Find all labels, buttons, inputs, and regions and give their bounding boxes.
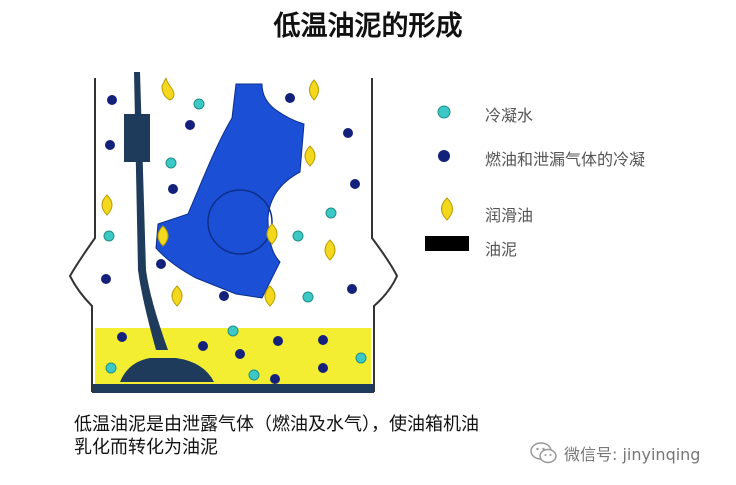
water-particle [165, 157, 177, 169]
oil-droplet [324, 239, 336, 261]
oil-pickup-pipe [134, 72, 168, 350]
fuel-particle [318, 363, 328, 373]
fuel-particle [168, 184, 178, 194]
fuel-particle [156, 259, 166, 269]
legend-label-lube-oil: 润滑油 [485, 206, 534, 225]
oil-droplet [264, 285, 276, 307]
lube-oil-droplets [101, 77, 336, 307]
crankshaft-journal [207, 189, 273, 255]
wechat-id-text: 微信号: jinyinqing [564, 445, 701, 464]
oil-droplet [304, 145, 316, 167]
water-particle [193, 98, 205, 110]
fuel-particle [318, 335, 328, 345]
fuel-particle [343, 128, 353, 138]
water-particle [302, 291, 314, 303]
oil-droplet [157, 225, 169, 247]
water-particle [292, 230, 304, 242]
wechat-icon [530, 442, 557, 464]
wechat-watermark: 微信号: jinyinqing [530, 441, 700, 465]
legend-marker-sludge [425, 236, 469, 251]
crankcase-wall-left [68, 78, 96, 392]
oil-pool [95, 328, 371, 392]
fuel-particle [347, 284, 357, 294]
legend-marker-lube-oil [441, 197, 453, 221]
caption-line-1: 低温油泥是由泄露气体（燃油及水气），使油箱机油 [74, 414, 479, 435]
fuel-particle [270, 374, 280, 384]
fuel-blowby-particles [101, 93, 360, 384]
water-particles [103, 98, 367, 381]
diagram-caption: 低温油泥是由泄露气体（燃油及水气），使油箱机油 乳化而转化为油泥 [74, 413, 479, 459]
legend-label-sludge: 油泥 [485, 240, 518, 259]
dipstick-handle [124, 114, 150, 162]
fuel-particle [105, 140, 115, 150]
caption-line-2: 乳化而转化为油泥 [74, 437, 218, 458]
fuel-particle [235, 349, 245, 359]
fuel-particle [219, 291, 229, 301]
water-particle [105, 362, 117, 374]
legend-marker-fuel-blowby [438, 150, 450, 162]
oil-pickup-bell [120, 358, 214, 382]
water-particle [227, 325, 239, 337]
crankcase-wall-right [371, 78, 399, 392]
water-particle [325, 207, 337, 219]
fuel-particle [107, 95, 117, 105]
fuel-particle [285, 93, 295, 103]
legend-label-cold-water: 冷凝水 [485, 106, 534, 125]
fuel-particle [198, 341, 208, 351]
water-particle [355, 352, 367, 364]
oil-droplet [101, 194, 113, 216]
oil-droplet [161, 77, 175, 101]
diagram-title: 低温油泥的形成 [273, 11, 463, 42]
legend-label-fuel-blowby: 燃油和泄漏气体的冷凝 [485, 150, 646, 169]
water-particle [248, 369, 260, 381]
oil-droplet [171, 285, 183, 307]
legend-marker-cold-water [437, 105, 451, 119]
fuel-particle [273, 336, 283, 346]
fuel-particle [350, 179, 360, 189]
fuel-particle [101, 274, 111, 284]
fuel-particle [117, 332, 127, 342]
sump-bottom [92, 384, 374, 393]
oil-droplet [266, 223, 278, 245]
oil-droplet [309, 79, 319, 101]
water-particle [103, 230, 115, 242]
fuel-particle [185, 120, 195, 130]
